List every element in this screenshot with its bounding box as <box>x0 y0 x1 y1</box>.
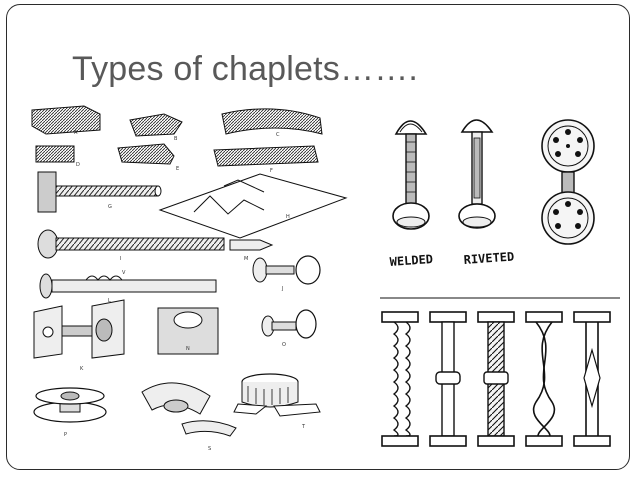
part-label-n: N <box>186 346 190 352</box>
chaplet-s: S <box>141 382 237 452</box>
part-label-i: I <box>120 256 121 262</box>
chaplet-o: O <box>261 309 317 348</box>
part-label-g: G <box>108 204 112 210</box>
part-label-f: F <box>270 168 273 174</box>
part-label-a: A <box>74 130 78 136</box>
chaplet-p: P <box>33 387 107 438</box>
part-label-l: L <box>108 298 111 304</box>
chaplet-g: G <box>37 171 162 213</box>
chaplet-n: N <box>157 307 219 355</box>
chaplet-f: F <box>213 145 319 174</box>
chaplet-c: C <box>221 108 323 138</box>
chaplet-b: B <box>129 113 183 142</box>
part-label-v: V <box>122 270 126 276</box>
part-label-p: P <box>64 432 67 438</box>
part-label-m: M <box>244 256 248 262</box>
chaplet-e: E <box>117 143 179 172</box>
stem-chaplet-wavy <box>381 311 419 447</box>
slide-frame <box>6 4 630 470</box>
stem-chaplet-twisted <box>477 311 515 447</box>
part-label-o: O <box>282 342 286 348</box>
stem-chaplet-beaded <box>429 311 467 447</box>
riveted-caption: RIVETED <box>463 249 514 266</box>
part-label-b: B <box>174 136 178 142</box>
part-label-c: C <box>276 132 280 138</box>
chaplet-t: T <box>233 373 321 430</box>
chaplet-k: K <box>33 299 125 372</box>
part-label-j: J <box>281 286 283 292</box>
chaplet-d: D <box>35 145 80 168</box>
part-label-t: T <box>301 424 306 430</box>
perforated-disc-chaplet <box>541 119 595 245</box>
chaplet-l: V L <box>39 270 217 304</box>
part-label-s: S <box>208 446 211 452</box>
slide-title: Types of chaplets……. <box>72 50 419 88</box>
welded-caption: WELDED <box>389 252 433 269</box>
chaplet-m: M <box>229 239 274 262</box>
stem-chaplets-illustration: WELDED RIVETED <box>380 119 620 447</box>
chaplet-types-illustration: A B C D E F G H I <box>31 105 348 452</box>
chaplet-j: J <box>252 255 321 292</box>
chaplet-i: I <box>37 229 225 262</box>
part-label-h: H <box>286 214 290 220</box>
chaplet-h: H <box>158 173 348 239</box>
part-label-e: E <box>176 166 179 172</box>
riveted-chaplet <box>458 119 496 229</box>
part-label-d: D <box>76 162 80 168</box>
chaplet-a: A <box>31 105 101 136</box>
part-label-k: K <box>80 366 84 372</box>
stem-chaplet-spiral <box>525 311 563 447</box>
stem-chaplet-diamond <box>573 311 611 447</box>
welded-chaplet <box>392 120 430 230</box>
